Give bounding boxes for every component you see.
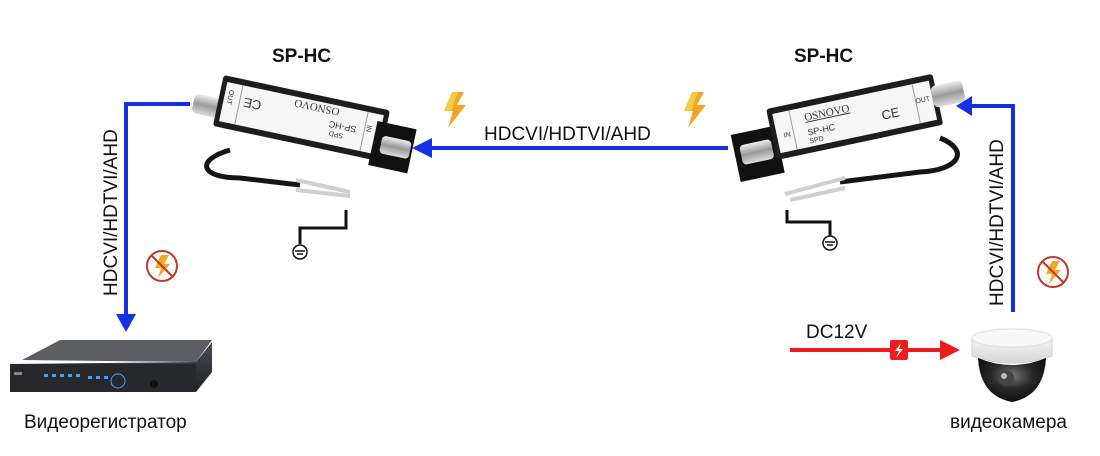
- no-lightning-icon: [146, 250, 178, 282]
- right-device-type: SPD: [808, 135, 825, 146]
- power-line: [790, 340, 960, 360]
- arrow-left-icon: [956, 96, 972, 116]
- arrow-right-icon: [940, 340, 960, 360]
- dome-camera-icon: [971, 328, 1053, 402]
- bnc-connector-icon: [930, 80, 965, 108]
- right-device-ce-mark: CE: [880, 104, 901, 123]
- recorder-label: Видеорегистратор: [24, 412, 187, 433]
- ground-lug-icon: [784, 176, 846, 202]
- arrow-down-icon: [116, 314, 136, 332]
- right-device-port-in: IN: [783, 131, 792, 140]
- bnc-connector-icon: [739, 139, 774, 165]
- arrow-left-icon: [412, 138, 432, 158]
- surge-protector-left: [192, 75, 417, 260]
- right-vertical-link-label: HDCVI/HDTVI/AHD: [987, 139, 1008, 306]
- horizontal-link-label: HDCVI/HDTVI/AHD: [484, 124, 651, 145]
- ground-lug-icon: [295, 178, 351, 198]
- left-device-port-in: IN: [364, 124, 373, 133]
- left-device-port-out: OUT: [224, 89, 235, 105]
- right-device-title: SP-HC: [794, 46, 854, 67]
- lightning-icon: [444, 92, 466, 128]
- signal-line-right: [956, 96, 1015, 312]
- signal-line-left: [116, 102, 190, 332]
- signal-line-middle: [412, 138, 728, 158]
- power-label: DC12V: [806, 322, 868, 343]
- dvr-recorder-icon: [10, 340, 212, 392]
- surge-protector-right: [730, 74, 965, 251]
- left-vertical-link-label: HDCVI/HDTVI/AHD: [101, 129, 122, 296]
- left-device-title: SP-HC: [272, 46, 332, 67]
- bnc-connector-icon: [379, 136, 412, 159]
- lightning-icon: [684, 92, 706, 128]
- ground-icon: [822, 235, 838, 251]
- camera-label: видеокамера: [950, 412, 1067, 433]
- ground-icon: [292, 244, 308, 260]
- no-lightning-icon: [1037, 256, 1069, 288]
- left-device-ce-mark: CE: [241, 94, 263, 114]
